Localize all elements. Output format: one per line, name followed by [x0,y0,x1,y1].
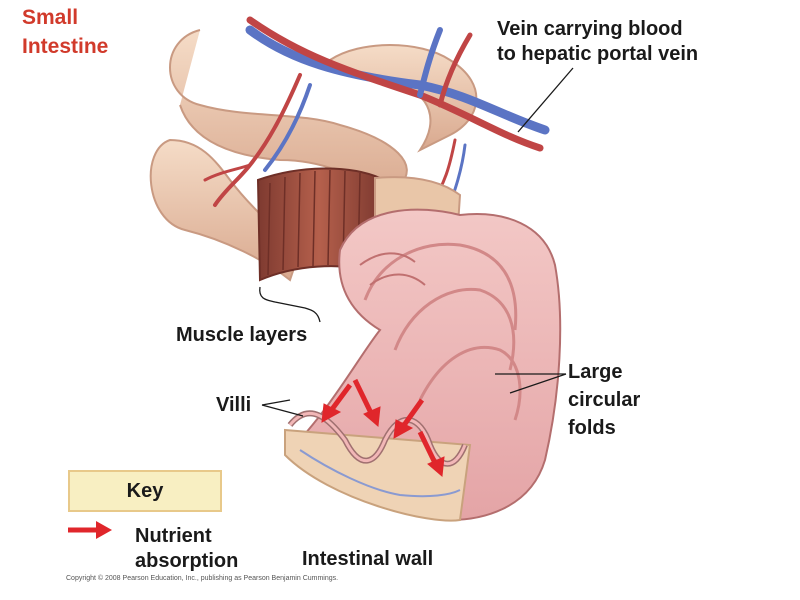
vein-label-line-1: Vein carrying blood [497,18,683,40]
intestinal-wall-label: Intestinal wall [302,548,434,570]
large-circular-folds-label: Large circular folds [568,358,640,442]
villi-label: Villi [216,394,252,416]
nutrient-absorption-label: Nutrient absorption [135,524,238,574]
key-box: Key [68,470,222,512]
title-line-2: Intestine [22,35,109,58]
folds-label-line-2: circular [568,389,641,411]
diagram-title: Small Intestine [22,3,108,61]
folds-label-line-1: Large [568,361,623,383]
vein-label: Vein carrying blood to hepatic portal ve… [497,17,698,67]
nutrient-absorption-arrows [321,378,445,477]
nutrient-label-line-2: absorption [135,550,239,572]
folds-label-line-3: folds [568,417,616,439]
leader-lines [259,67,574,417]
nutrient-label-line-1: Nutrient [135,525,212,547]
title-line-1: Small [22,6,79,29]
red-arrow-icon [68,521,112,539]
copyright-notice: Copyright © 2008 Pearson Education, Inc.… [66,575,339,582]
vein-label-line-2: to hepatic portal vein [497,43,699,65]
muscle-layers-label: Muscle layers [176,324,308,346]
blood-vessels [203,16,550,212]
key-title: Key [126,480,164,502]
